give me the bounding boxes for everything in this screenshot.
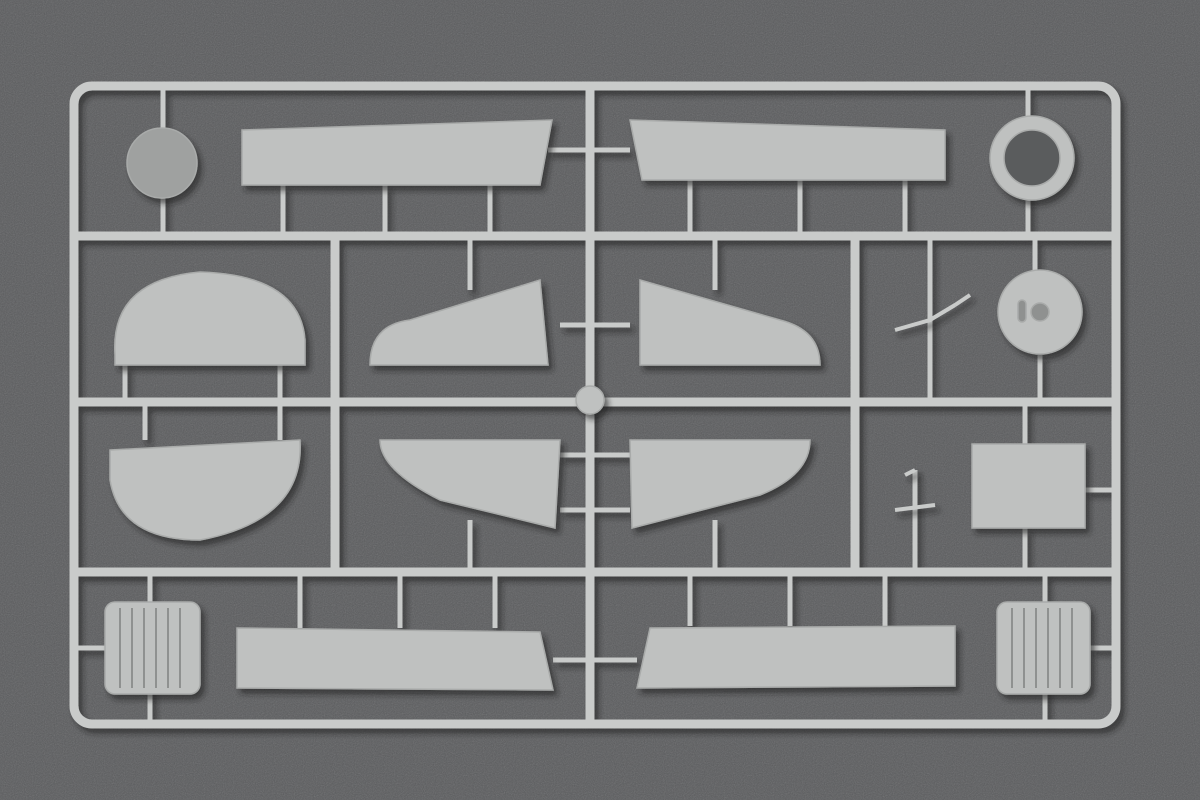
strut-part-lower: [894, 468, 936, 512]
rudder-upper-left: [369, 279, 549, 366]
grille-left: [104, 601, 201, 695]
bottom-right-flap: [636, 625, 956, 689]
rudder-lower-right: [629, 439, 811, 529]
grille-right: [996, 601, 1091, 695]
strut-part: [894, 293, 972, 332]
rudder-lower-left: [379, 439, 561, 529]
disc-part: [997, 269, 1083, 355]
elevator-lower-left: [109, 439, 301, 541]
nose-cone-part: [126, 127, 198, 199]
elevator-upper-left: [114, 271, 306, 366]
gun-bay-part: [971, 443, 1086, 529]
top-right-flap: [629, 119, 946, 181]
center-hub: [575, 385, 605, 415]
top-left-flap: [241, 119, 553, 186]
bottom-left-flap: [236, 627, 554, 691]
rudder-upper-right: [639, 279, 821, 366]
parts: [104, 115, 1091, 695]
cowling-ring-part: [989, 115, 1075, 201]
